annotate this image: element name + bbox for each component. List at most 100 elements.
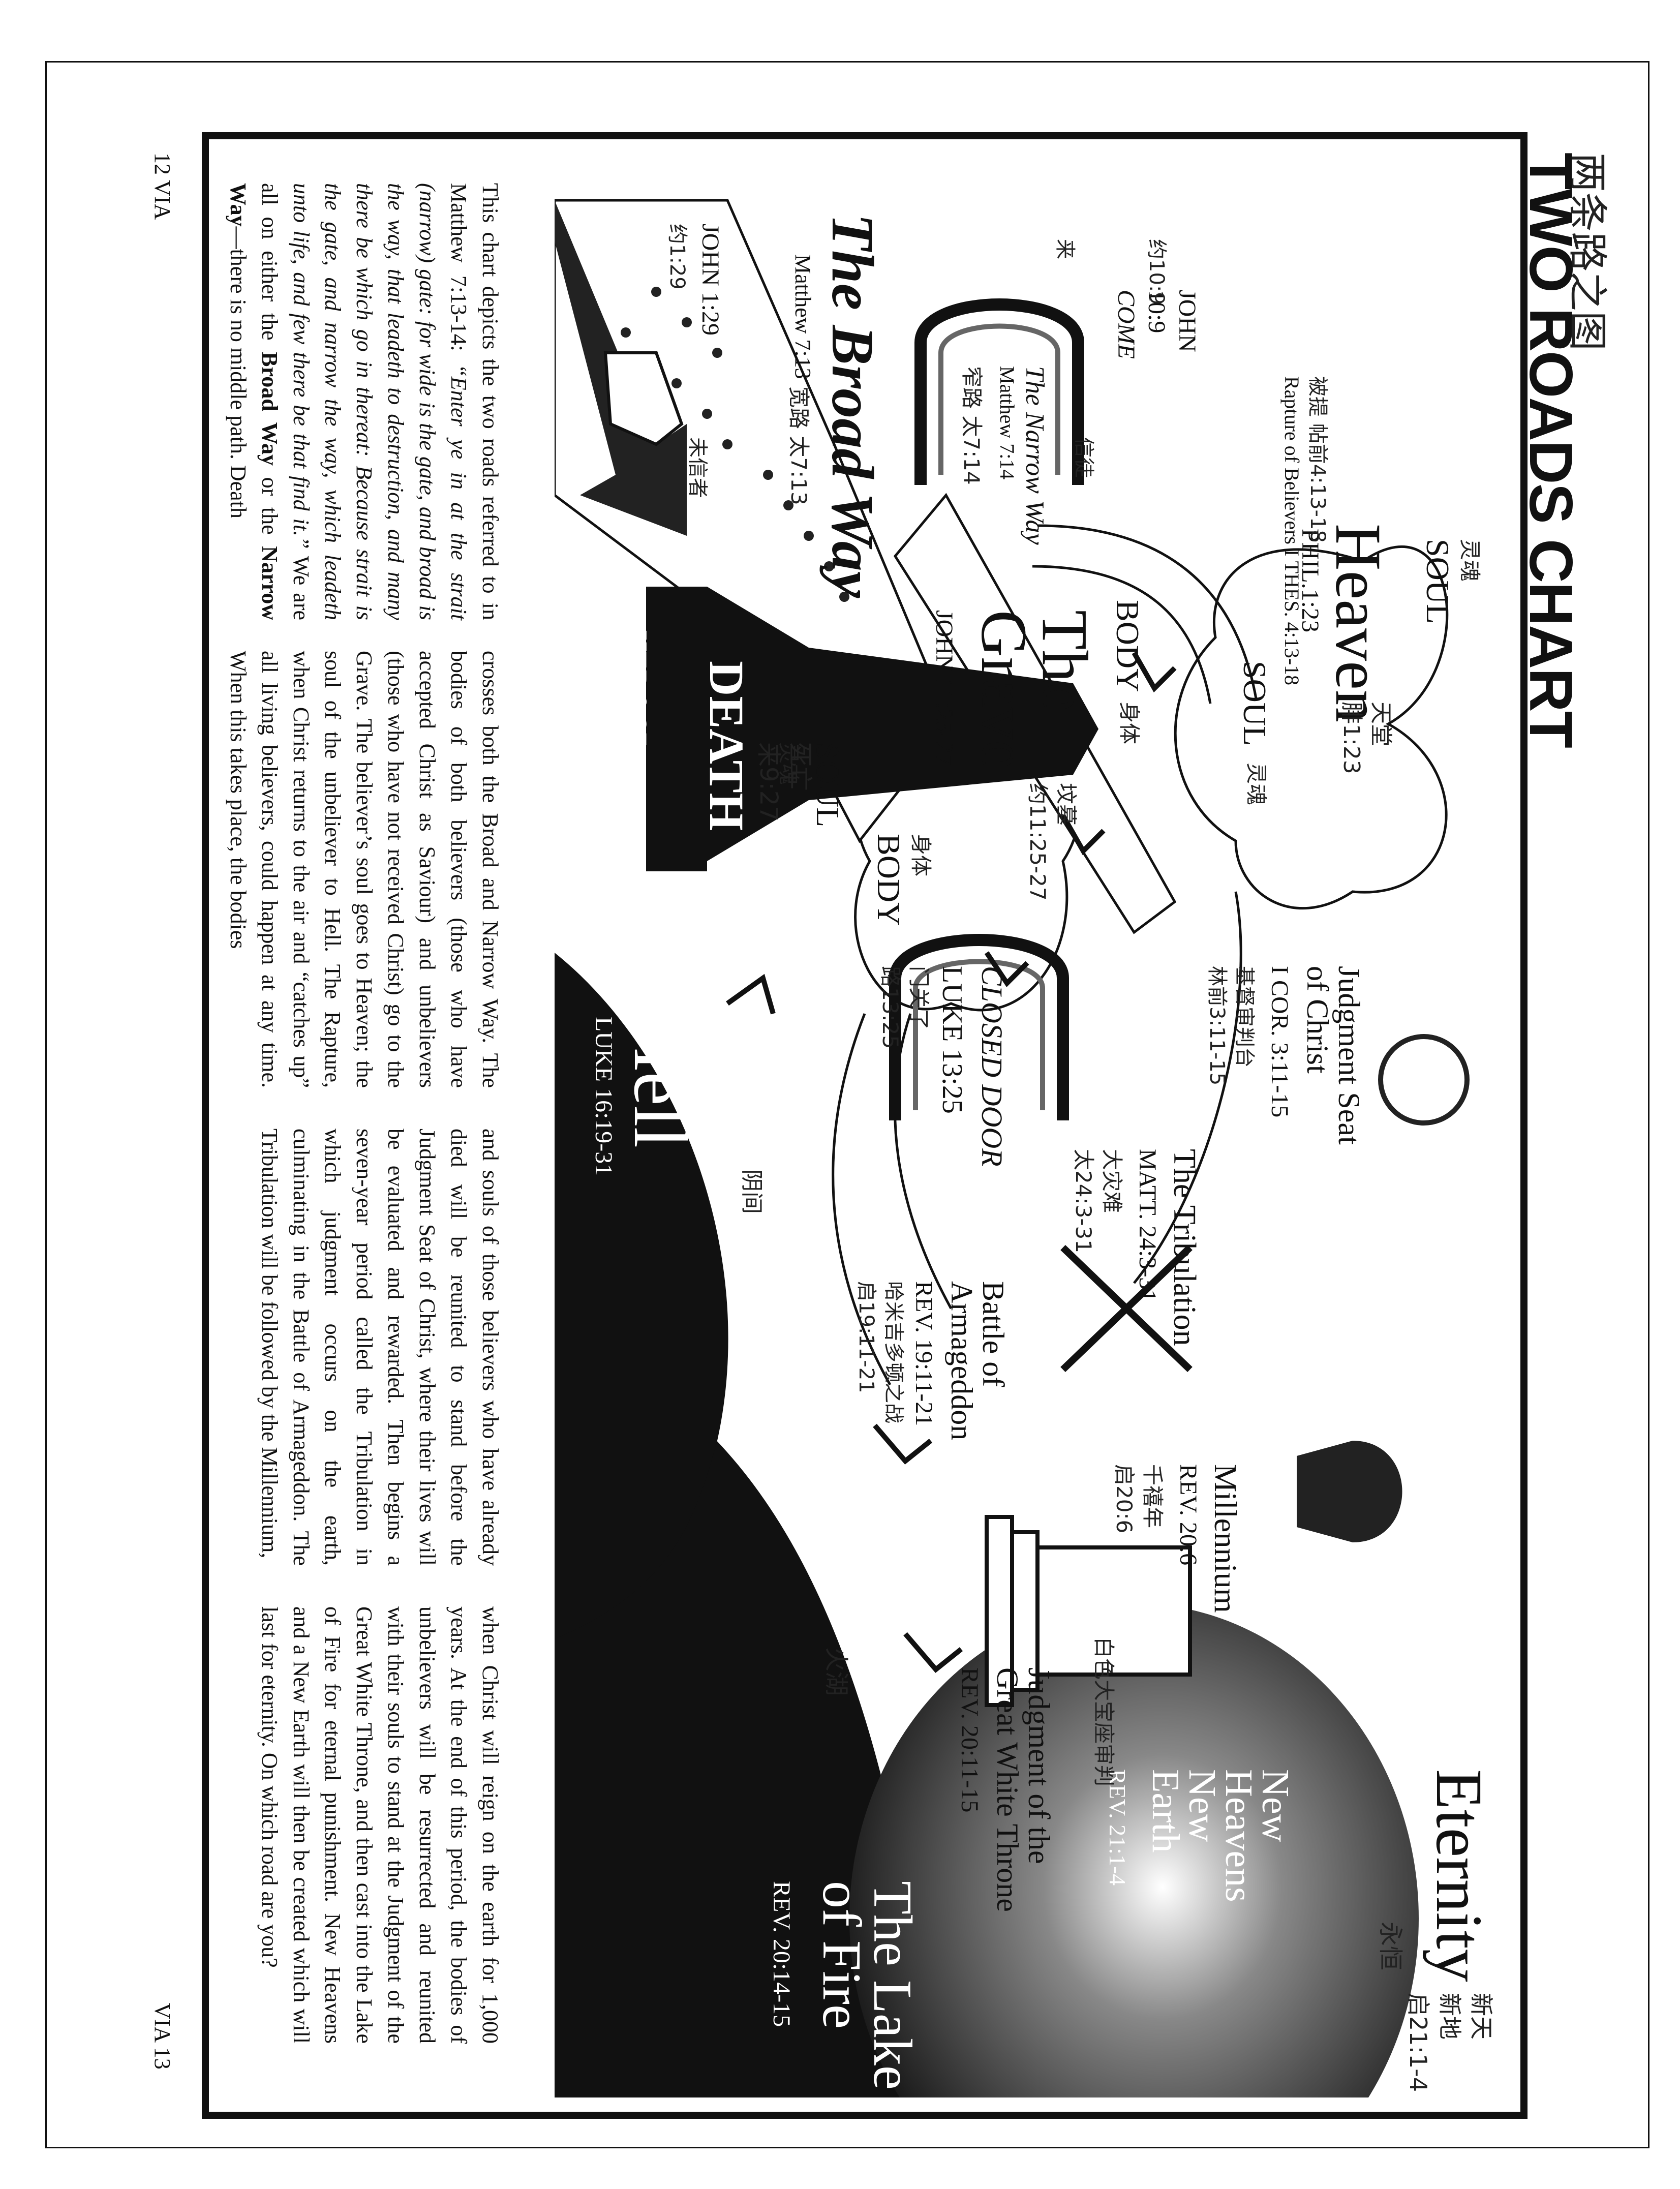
great-white-throne-label: Judgment of the Great White Throne: [991, 1667, 1056, 1912]
closed-door-shape: [889, 934, 1069, 1120]
new-heavens-note2: 新地: [1436, 1993, 1463, 2040]
heaven-note1: 天堂: [1368, 702, 1394, 746]
millennium-note2: 启20:6: [1112, 1464, 1137, 1534]
grave-line2: Grave: [968, 610, 1040, 769]
heaven-label: Heaven: [1322, 524, 1394, 722]
door-note2: 来: [1053, 239, 1077, 259]
millennium-ref: REV. 20:6: [1175, 1464, 1202, 1566]
tribulation-label: The Tribulation: [1167, 1149, 1202, 1346]
entry-door-shape: [914, 298, 1084, 485]
death-note2: 来9:27: [754, 742, 783, 822]
judgment-seat-label: Judgment Seat of Christ: [1301, 966, 1366, 1145]
new-heavens-line3: New: [1181, 1769, 1224, 1842]
judgment-seat-ref: I COR. 3:11-15: [1266, 966, 1293, 1118]
lake-of-fire-label: The Lake of Fire: [811, 1881, 923, 2090]
body-mid-note: 身体: [1117, 702, 1142, 745]
body-text-col3: and souls of those believers who have al…: [257, 1129, 503, 1566]
millennium-label: Millennium: [1208, 1464, 1242, 1613]
body-low-label: BODY: [871, 834, 907, 926]
new-heavens-note1: 新天: [1468, 1993, 1495, 2040]
lake-of-fire-note: 火湖: [822, 1647, 850, 1696]
judgment-seat-line1: Judgment Seat: [1332, 966, 1366, 1145]
believer-note: 信徒: [1072, 437, 1095, 478]
rapture-note: 被提 帖前4:13-18: [1306, 376, 1329, 543]
new-heavens-label: New Heavens New Earth: [1144, 1769, 1297, 1902]
hell-shape: [555, 953, 728, 1639]
pointing-hand-icon: [603, 351, 684, 446]
death-notes: 死亡 来9:27: [753, 742, 816, 822]
judgment-seat-line2: of Christ: [1301, 966, 1334, 1074]
col1-quote: “Enter ye in at the strait (narrow) gate…: [289, 183, 471, 620]
soul-top-note: 灵魂: [1457, 539, 1482, 582]
crown-icon: [1297, 1441, 1402, 1542]
col1-broad-way: Broad Way: [257, 352, 282, 466]
wreath-icon: [1378, 1034, 1470, 1126]
new-heavens-sphere: [849, 1603, 1419, 2097]
right-page-number: VIA 13: [150, 2003, 175, 2070]
broad-way-label: The Broad Way: [819, 214, 886, 598]
closed-door-notes: 门关了 路13:25: [876, 966, 933, 1049]
judgment-seat-notes: 基督审判台 林前3:11-15: [1203, 966, 1258, 1085]
death-ref: HEB.9:27: [622, 630, 653, 746]
body-text-col4: when Christ will reign on the earth for …: [257, 1606, 503, 2044]
body-text-col2: crosses both the Broad and Narrow Way. T…: [226, 651, 503, 1088]
eternity-label: Eternity: [1422, 1769, 1495, 1982]
body-low-note: 身体: [908, 834, 933, 877]
grave-label: The Grave: [968, 610, 1101, 769]
new-heavens-ref: REV. 21:1-4: [1105, 1769, 1131, 1886]
left-page-number: 12 VIA: [150, 153, 175, 220]
millennium-notes: 千禧年 启20:6: [1110, 1464, 1167, 1533]
judgment-seat-note1: 基督审判台: [1233, 966, 1256, 1068]
death-obelisk: [809, 648, 1098, 800]
armageddon-line1: Battle of: [976, 1281, 1010, 1387]
unbeliever-note: 未信者: [686, 437, 709, 498]
lake-of-fire-line2: of Fire: [811, 1881, 872, 2029]
tribulation-note1: 大灾难: [1099, 1149, 1124, 1213]
narrow-way-note: 窄路 太7:14: [959, 366, 984, 485]
body-text-col1: This chart depicts the two roads referre…: [226, 183, 506, 620]
death-label: DEATH: [699, 661, 754, 831]
tribulation-ref: MATT. 24:3-31: [1134, 1149, 1161, 1302]
heaven-cloud: [1174, 545, 1449, 910]
soul-top-label: SOUL: [1420, 539, 1456, 624]
armageddon-notes: 哈米吉多顿之战 启19:11-21: [852, 1281, 907, 1423]
col1-end: —there is no middle path. Death: [226, 226, 251, 519]
grave-line1: The: [1029, 610, 1101, 711]
armageddon-label: Battle of Armageddon: [945, 1281, 1010, 1441]
door-notes: 约10:9 来: [1019, 239, 1202, 305]
broad-way-ref: Matthew 7:13: [790, 254, 815, 379]
closed-door-note2: 路13:25: [878, 966, 903, 1049]
soul-mid-label: SOUL: [1237, 661, 1273, 746]
john129-note: 约1:29: [665, 224, 689, 290]
armageddon-note2: 启19:11-21: [854, 1281, 878, 1393]
narrow-way-label: The Narrow Way: [1020, 366, 1049, 545]
millennium-note1: 千禧年: [1140, 1464, 1165, 1529]
grave-ref: JOHN 11:25-27: [931, 610, 958, 766]
hell-note: 阴间: [739, 1169, 765, 1214]
narrow-way-ref: Matthew 7:14: [996, 366, 1019, 480]
armageddon-note1: 哈米吉多顿之战: [882, 1281, 905, 1423]
new-heavens-line4: Earth: [1144, 1769, 1187, 1853]
lake-of-fire-line1: The Lake: [862, 1881, 923, 2090]
lake-of-fire-ref: REV. 20:14-15: [768, 1881, 795, 2027]
col1-or: or the: [257, 466, 282, 546]
new-heavens-notes: 新天 新地 启21:1-4: [1402, 1993, 1497, 2092]
death-obelisk-base: [707, 587, 809, 861]
great-white-throne-line1: Judgment of the: [1022, 1667, 1056, 1864]
armageddon-line2: Armageddon: [945, 1281, 979, 1441]
john129-ref: JOHN 1:29: [697, 224, 724, 336]
body-mid-label: BODY: [1110, 600, 1146, 692]
tribulation-note2: 太24:3-31: [1071, 1149, 1096, 1253]
grave-note2: 约11:25-27: [1025, 783, 1050, 901]
tribulation-notes: 大灾难 太24:3-31: [1069, 1149, 1126, 1253]
closed-door-label: CLOSED DOOR: [975, 966, 1009, 1167]
door-note1: 约10:9: [1145, 239, 1168, 305]
new-heavens-line1: New: [1254, 1769, 1297, 1842]
hell-ref: LUKE 16:19-31: [590, 1017, 617, 1176]
great-white-throne-line2: Great White Throne: [991, 1667, 1024, 1912]
traveler-figures: [621, 287, 849, 602]
grave-notes: 坟墓 约11:25-27: [1023, 783, 1080, 901]
great-white-throne-ref: REV. 20:11-15: [956, 1667, 983, 1813]
hell-label: Hell: [618, 1017, 702, 1148]
